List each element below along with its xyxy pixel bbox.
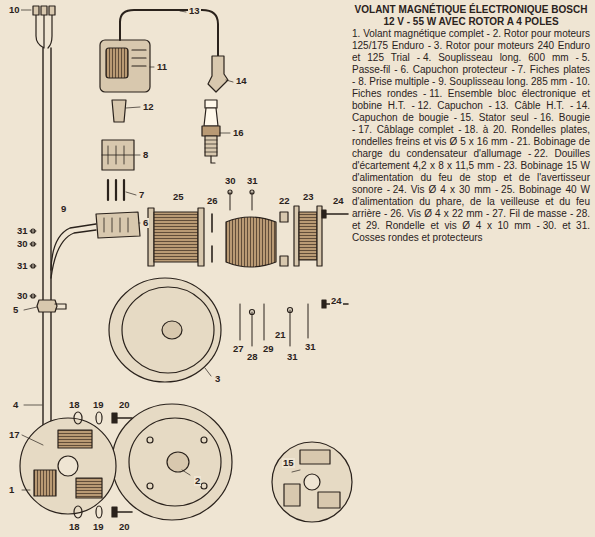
callout-number: 18 [68,522,81,532]
callout-number: 17 [8,430,21,440]
callout-number: 20 [118,400,131,410]
callout-number: 31 [304,342,317,352]
callout-number: 9 [60,204,67,214]
callout-number: 8 [142,150,149,160]
callout-number: 25 [172,192,185,202]
callout-number: 15 [282,458,295,468]
callout-number: 30 [16,239,29,249]
parts-list-item: 12. Capuchon - [418,100,492,111]
parts-list-item: 27. Fil de masse - [492,208,573,219]
callout-number: 31 [16,261,29,271]
callout-number: 20 [118,522,131,532]
callout-number: 29 [262,344,275,354]
callout-number: 30 [224,176,237,186]
callout-number: 19 [92,400,105,410]
parts-list-item: 24. Vis Ø 4 x 30 mm - [393,184,499,195]
callout-number: 24 [330,296,343,306]
callout-number: 6 [142,218,149,228]
callout-number: 24 [332,196,345,206]
callout-number: 22 [278,196,291,206]
callout-number: 5 [12,305,19,315]
callout-number: 11 [156,62,168,72]
callout-number: 31 [16,226,29,236]
callout-number: 28 [246,352,259,362]
title: VOLANT MAGNÉTIQUE ÉLECTRONIQUE BOSCH 12 … [352,4,590,27]
callout-number: 13 [188,6,201,16]
callout-number: 26 [206,196,219,206]
callout-number: 16 [232,128,245,138]
callout-number: 10 [8,5,21,15]
parts-list-item: 9. Souplisseau long. 285 mm - [438,76,573,87]
callout-number: 18 [68,400,81,410]
callout-number: 4 [12,400,19,410]
callout-number: 12 [142,102,155,112]
callout-number: 27 [232,344,245,354]
parts-list-item: 1. Volant magnétique complet - [352,28,490,39]
parts-list-item: 6. Capuchon protecteur - [400,64,514,75]
callout-number: 2 [194,476,201,486]
callout-number: 19 [92,522,105,532]
callout-number: 7 [138,190,145,200]
parts-list-item: 17. Câblage complet - [358,124,461,135]
legend-block: VOLANT MAGNÉTIQUE ÉLECTRONIQUE BOSCH 12 … [352,4,590,244]
callout-number: 31 [286,352,299,362]
parts-list-item: 4. Souplisseau long. 600 mm - [423,52,579,63]
parts-list-item: 13. Câble H.T. - [495,100,574,111]
callout-number: 14 [235,76,248,86]
parts-list-item: 8. Prise multiple - [358,76,435,87]
parts-list-item: 15. Stator seul - [460,112,537,123]
parts-list: 1. Volant magnétique complet -2. Rotor p… [352,28,590,244]
callout-number: 21 [274,330,287,340]
callout-number: 3 [214,374,221,384]
callout-number: 23 [302,192,315,202]
callout-number: 31 [246,176,259,186]
callout-number: 30 [16,291,29,301]
parts-list-item: 26. Vis Ø 4 x 22 mm - [390,208,489,219]
callout-number: 1 [8,485,15,495]
